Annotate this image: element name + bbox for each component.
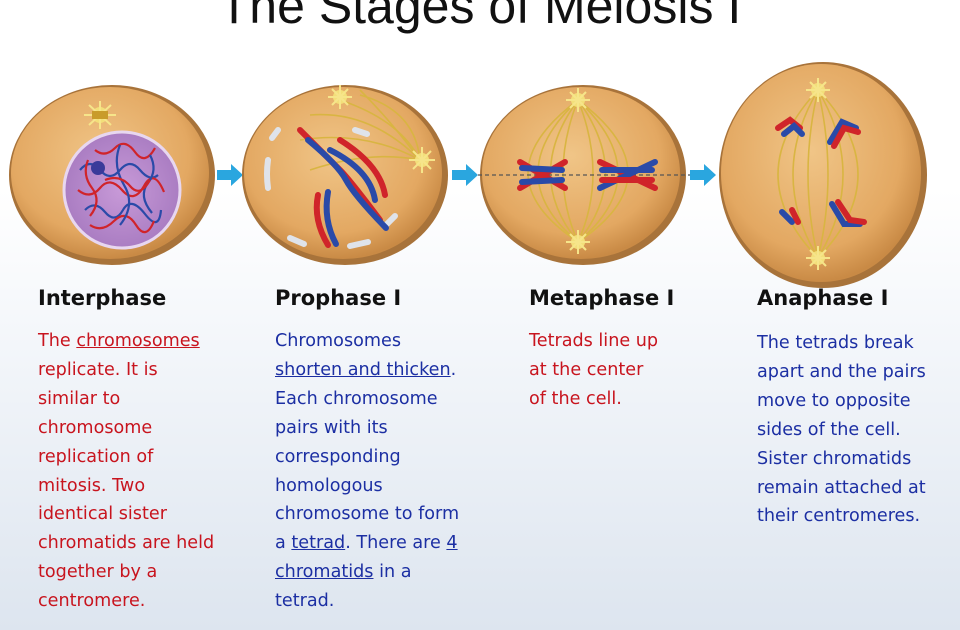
tetrads <box>517 159 658 191</box>
prophase-cell <box>242 85 448 265</box>
centrosome <box>806 246 830 270</box>
centrosome <box>84 101 116 129</box>
stage-description: Tetrads line up at the center of the cel… <box>529 331 659 409</box>
anaphase-cell <box>719 62 927 288</box>
nuclear-envelope-fragments <box>264 127 398 249</box>
spindle <box>777 89 859 259</box>
metaphase-cell <box>478 85 690 265</box>
stage-heading: Prophase I <box>275 286 402 310</box>
centrosome <box>806 78 830 102</box>
centrosome <box>566 230 590 254</box>
arrow-icon <box>217 164 243 186</box>
stage-anaphase-i: Anaphase I The tetrads break apart and t… <box>757 286 960 531</box>
stage-heading: Anaphase I <box>757 286 889 310</box>
cell-diagrams <box>9 62 927 288</box>
spindle <box>299 89 421 171</box>
stage-prophase-i: Prophase I Chromosomes shorten and thick… <box>275 286 500 616</box>
interphase-cell <box>9 85 215 265</box>
centrosome <box>328 85 352 109</box>
chromatin <box>77 142 166 234</box>
stage-description: Chromosomes shorten and thicken. Each ch… <box>275 331 460 612</box>
stage-description: The tetrads break apart and the pairs mo… <box>757 333 926 527</box>
stage-heading: Interphase <box>38 286 167 310</box>
page-title: The Stages of Meiosis I <box>218 0 742 34</box>
stage-heading: Metaphase I <box>529 286 675 310</box>
centrosome <box>566 88 590 112</box>
tetrads <box>297 127 389 248</box>
arrow-icon <box>690 164 716 186</box>
separating-homologs <box>775 116 867 227</box>
stage-interphase: Interphase The chromosomes replicate. It… <box>38 286 263 616</box>
centrosome <box>409 147 435 173</box>
arrow-icon <box>452 164 478 186</box>
stage-metaphase-i: Metaphase I Tetrads line up at the cente… <box>529 286 754 414</box>
stage-description: The chromosomes replicate. It is similar… <box>38 331 215 612</box>
